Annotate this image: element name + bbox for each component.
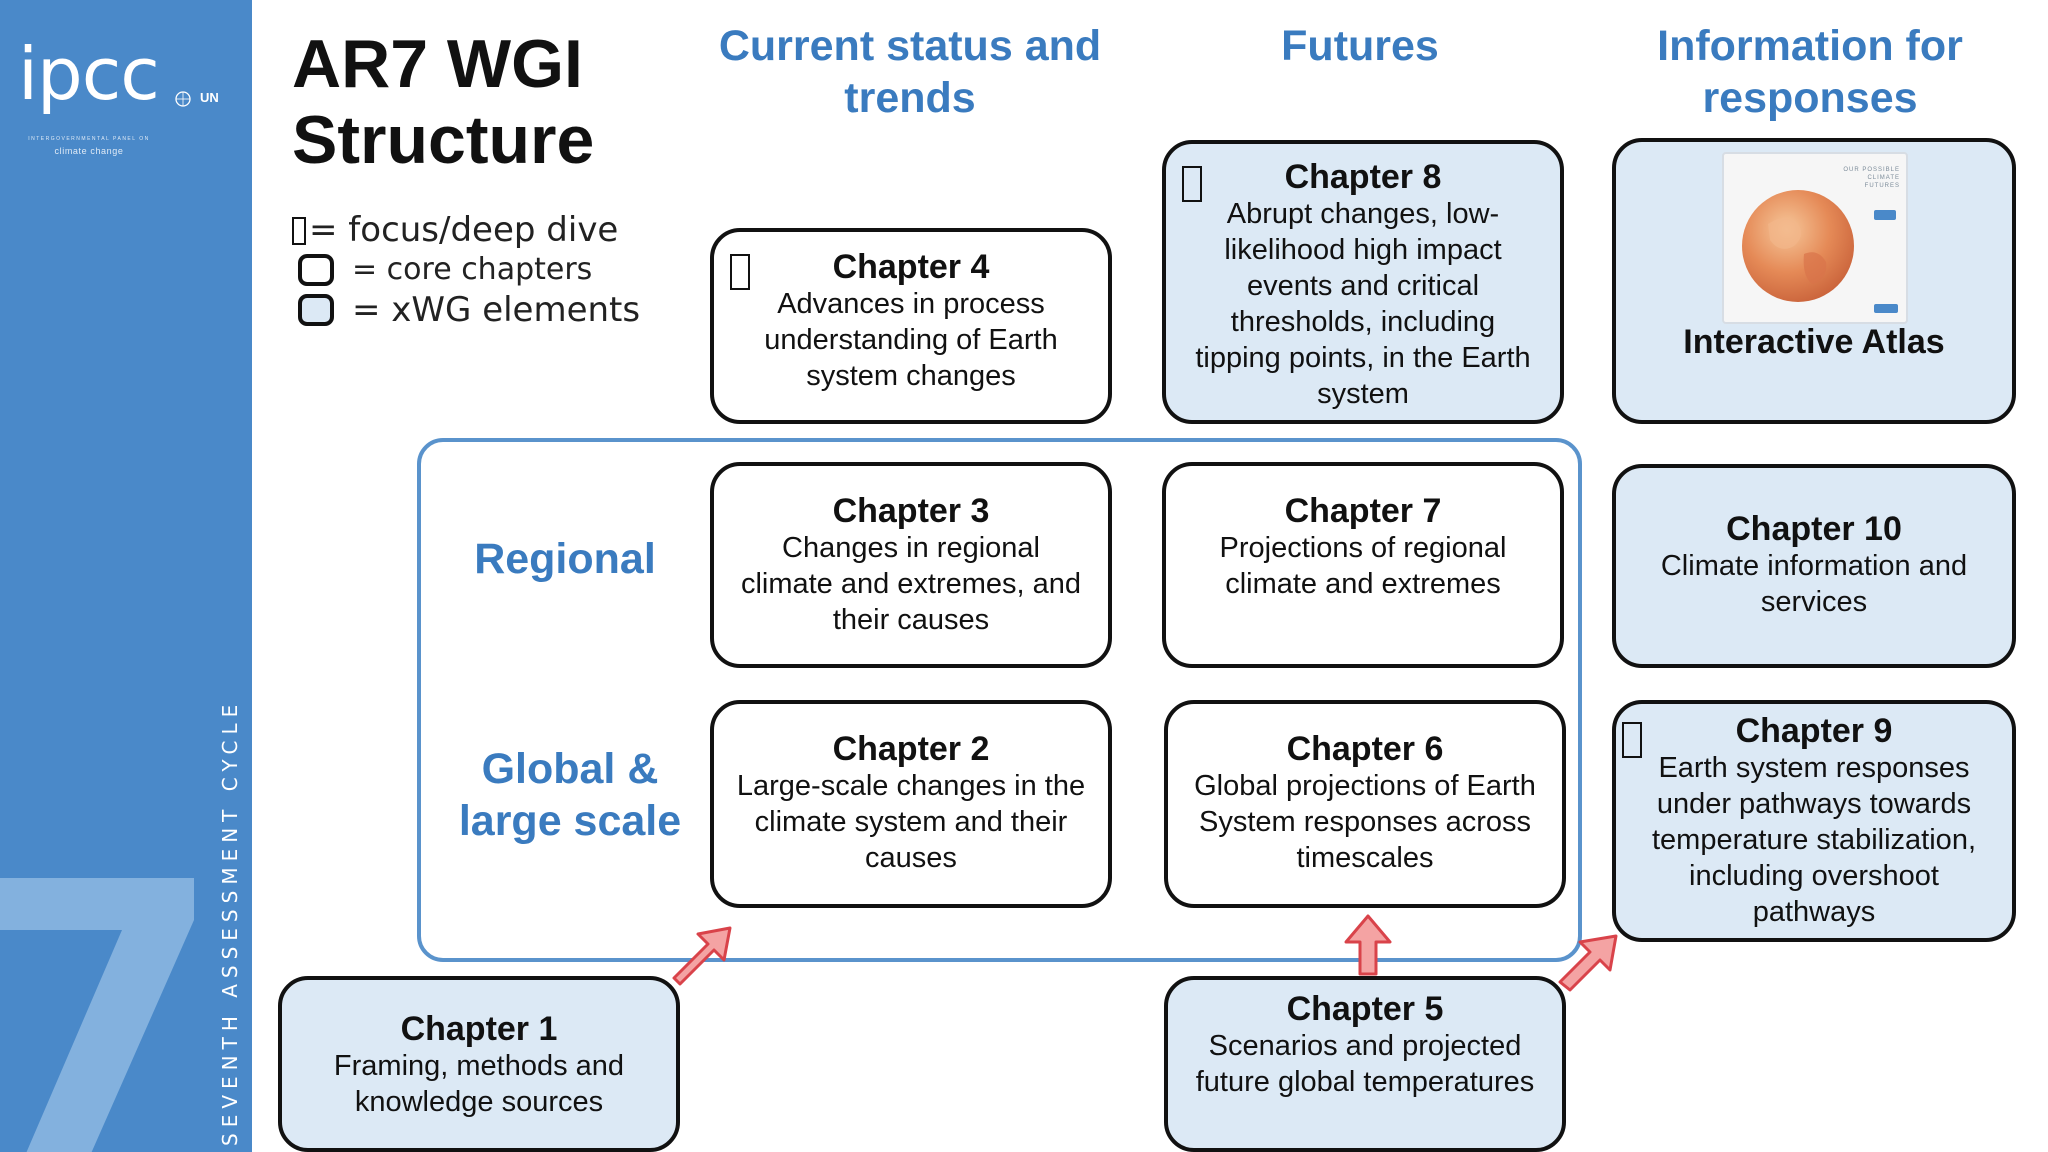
chapter-4-title: Chapter 4 <box>832 248 990 286</box>
legend-xwg: = xWG elements <box>292 290 652 330</box>
chapter-9-title: Chapter 9 <box>1735 712 1893 750</box>
chapter-1-box[interactable]: Chapter 1 Framing, methods and knowledge… <box>278 976 680 1152</box>
arrow-ch1-to-ch2 <box>672 926 732 986</box>
legend: = focus/deep dive = core chapters = xWG … <box>292 210 652 330</box>
arrow-ch5-to-ch6 <box>1344 914 1392 976</box>
chapter-2-title: Chapter 2 <box>832 730 990 768</box>
chapter-1-desc: Framing, methods and knowledge sources <box>333 1050 625 1118</box>
sidebar-panel: ipcc INTERGOVERNMENTAL PANEL ON climate … <box>0 0 252 1152</box>
chapter-8-box[interactable]: Chapter 8 Abrupt changes, low-likelihood… <box>1162 140 1564 424</box>
chapter-2-desc: Large-scale changes in the climate syste… <box>736 770 1086 874</box>
chapter-1-title: Chapter 1 <box>400 1010 558 1048</box>
column-header-responses: Information for responses <box>1657 22 1963 122</box>
chapter-5-box[interactable]: Chapter 5 Scenarios and projected future… <box>1164 976 1566 1152</box>
chapter-7-box[interactable]: Chapter 7 Projections of regional climat… <box>1162 462 1564 668</box>
chapter-2-box[interactable]: Chapter 2 Large-scale changes in the cli… <box>710 700 1112 908</box>
chapter-9-desc: Earth system responses under pathways to… <box>1652 752 1976 928</box>
page-title: AR7 WGI Structure <box>292 26 595 178</box>
chapter-6-box[interactable]: Chapter 6 Global projections of Earth Sy… <box>1164 700 1566 908</box>
legend-xwg-label: = xWG elements <box>352 290 641 330</box>
atlas-title: Interactive Atlas <box>1683 323 1945 361</box>
regional-global-frame <box>417 438 1582 962</box>
chapter-5-title: Chapter 5 <box>1286 990 1444 1028</box>
partner-logos: UN <box>172 88 242 124</box>
legend-core-label: = core chapters <box>352 252 593 287</box>
chapter-3-desc: Changes in regional climate and extremes… <box>740 532 1082 636</box>
arrow-ch5-to-ch9 <box>1558 934 1618 992</box>
focus-icon <box>730 254 750 290</box>
interactive-atlas-box[interactable]: OUR POSSIBLE CLIMATE FUTURES Interactive… <box>1612 138 2016 424</box>
focus-glyph-icon <box>292 217 306 245</box>
xwg-swatch <box>298 294 334 326</box>
chapter-10-desc: Climate information and services <box>1660 550 1968 618</box>
un-emblem-icon <box>175 91 191 107</box>
row-label-regional: Regional <box>474 535 656 583</box>
focus-icon <box>1622 722 1642 758</box>
unep-logo: UN <box>200 90 219 105</box>
legend-focus: = focus/deep dive <box>292 210 652 250</box>
chapter-5-desc: Scenarios and projected future global te… <box>1195 1030 1535 1098</box>
column-header-current: Current status and trends <box>718 22 1102 122</box>
chapter-3-title: Chapter 3 <box>832 492 990 530</box>
column-header-futures: Futures <box>1281 22 1439 70</box>
chapter-6-title: Chapter 6 <box>1286 730 1444 768</box>
chapter-4-desc: Advances in process understanding of Ear… <box>764 288 1058 392</box>
chapter-8-title: Chapter 8 <box>1284 158 1442 196</box>
chapter-10-title: Chapter 10 <box>1726 510 1902 548</box>
ipcc-logo: ipcc <box>18 32 160 116</box>
chapter-9-box[interactable]: Chapter 9 Earth system responses under p… <box>1612 700 2016 942</box>
chapter-10-box[interactable]: Chapter 10 Climate information and servi… <box>1612 464 2016 668</box>
atlas-card-caption: OUR POSSIBLE CLIMATE FUTURES <box>1843 167 1900 189</box>
atlas-preview-image: OUR POSSIBLE CLIMATE FUTURES <box>1722 152 1908 324</box>
chapter-7-title: Chapter 7 <box>1284 492 1442 530</box>
chapter-8-desc: Abrupt changes, low-likelihood high impa… <box>1195 198 1531 410</box>
focus-icon <box>1182 166 1202 202</box>
chapter-4-box[interactable]: Chapter 4 Advances in process understand… <box>710 228 1112 424</box>
ipcc-logo-subtitle: INTERGOVERNMENTAL PANEL ON climate chang… <box>28 136 150 156</box>
seven-numeral-graphic <box>0 878 194 1152</box>
legend-core: = core chapters <box>292 250 652 290</box>
chapter-3-box[interactable]: Chapter 3 Changes in regional climate an… <box>710 462 1112 668</box>
assessment-cycle-label: SEVENTH ASSESSMENT CYCLE <box>218 698 242 1146</box>
core-swatch <box>298 254 334 286</box>
chapter-6-desc: Global projections of Earth System respo… <box>1194 770 1536 874</box>
legend-focus-label: = focus/deep dive <box>309 210 619 250</box>
chapter-7-desc: Projections of regional climate and extr… <box>1219 532 1507 600</box>
row-label-global: Global & large scale <box>458 745 682 845</box>
